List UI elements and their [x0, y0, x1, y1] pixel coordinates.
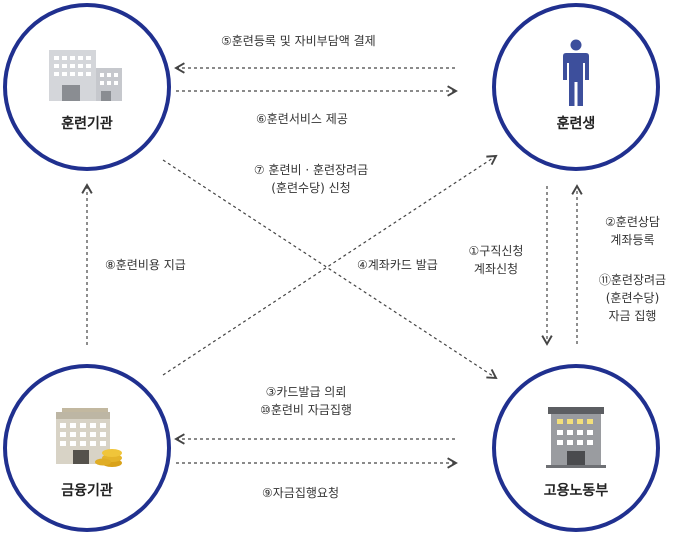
financial-institution-label: 금융기관 — [61, 483, 113, 499]
trainee-label: 훈련생 — [556, 116, 596, 132]
step11-line2: (훈련수당) — [605, 291, 660, 305]
ministry-of-labor-label: 고용노동부 — [543, 483, 609, 499]
arrow-step4 — [162, 154, 498, 376]
step1-line2: 계좌신청 — [473, 262, 519, 276]
step5-label: ⑤훈련등록 및 자비부담액 결제 — [221, 34, 376, 48]
step1-label: ①구직신청 계좌신청 — [456, 242, 536, 278]
arrow-step7 — [162, 159, 498, 380]
step9-label: ⑨자금집행요청 — [262, 486, 339, 500]
coins-icon — [95, 449, 122, 467]
building-icon — [49, 50, 122, 101]
step11-label: ⑪훈련장려금 (훈련수당) 자금 집행 — [590, 271, 675, 325]
step4-label: ④계좌카드 발급 — [357, 258, 438, 272]
step2-line2: 계좌등록 — [610, 233, 655, 247]
step7-label: ⑦ 훈련비 · 훈련장려금 (훈련수당) 신청 — [236, 161, 386, 197]
bank-icon — [56, 408, 122, 467]
step11-line3: 자금 집행 — [608, 309, 657, 323]
step10-line: ⑩훈련비 자금집행 — [260, 403, 352, 417]
government-building-icon — [546, 407, 606, 468]
trainee-circle — [492, 3, 660, 171]
step7-line2: (훈련수당) 신청 — [271, 181, 351, 195]
step3-line: ③카드발급 의뢰 — [265, 385, 347, 399]
step2-line1: ②훈련상담 — [605, 215, 660, 229]
step7-line1: ⑦ 훈련비 · 훈련장려금 — [253, 163, 369, 177]
person-icon — [563, 39, 589, 106]
step11-line1: ⑪훈련장려금 — [598, 273, 667, 287]
step6-label: ⑥훈련서비스 제공 — [256, 112, 348, 126]
step3-10-label: ③카드발급 의뢰 ⑩훈련비 자금집행 — [231, 383, 381, 419]
step2-label: ②훈련상담 계좌등록 — [590, 213, 675, 249]
step8-label: ⑧훈련비용 지급 — [105, 258, 186, 272]
step1-line1: ①구직신청 — [468, 244, 524, 258]
training-institution-label: 훈련기관 — [61, 116, 113, 132]
